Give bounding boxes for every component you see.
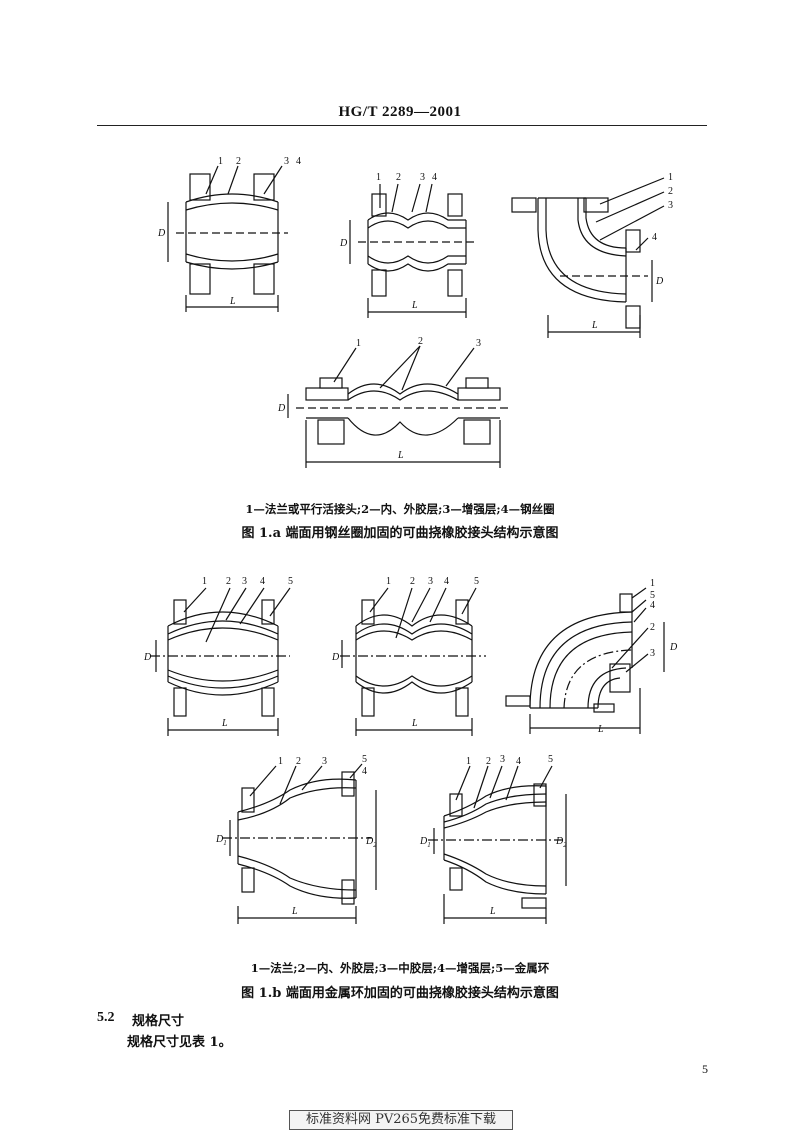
fig1b-dim-d2-e: D2 bbox=[555, 836, 567, 849]
fig1a-label-2d: 2 bbox=[418, 336, 423, 347]
header-rule bbox=[97, 125, 707, 126]
fig1b-dim-d1-e: D1 bbox=[419, 836, 431, 849]
figure-1a-caption: 图 1.a 端面用钢丝圈加固的可曲挠橡胶接头结构示意图 bbox=[241, 526, 559, 541]
fig1b-label-3: 3 bbox=[242, 576, 247, 587]
fig1b-dim-d2e-sub: 2 bbox=[563, 841, 567, 849]
fig1b-label-2b: 2 bbox=[410, 576, 415, 587]
watermark-banner: 标准资料网 PV265免费标准下载 bbox=[289, 1110, 513, 1130]
fig1a-label-4b: 4 bbox=[432, 172, 437, 183]
fig1b-label-3d: 3 bbox=[322, 756, 327, 767]
fig1b-label-4c: 4 bbox=[650, 600, 655, 611]
fig1b-label-1c: 1 bbox=[650, 578, 655, 589]
fig1b-elbow bbox=[505, 587, 665, 734]
figure-1b-legend: 1—法兰;2—内、外胶层;3—中胶层;4—增强层;5—金属环 bbox=[250, 961, 550, 975]
fig1a-union-joint bbox=[287, 345, 510, 468]
figure-1b-caption: 图 1.b 端面用金属环加固的可曲挠橡胶接头结构示意图 bbox=[241, 986, 559, 1001]
fig1b-label-4d: 4 bbox=[362, 766, 367, 777]
fig1a-dim-l: L bbox=[229, 296, 236, 307]
fig1b-dim-l-b: L bbox=[411, 718, 418, 729]
fig1b-dim-d2e-letter: D bbox=[555, 836, 564, 847]
fig1b-label-2c: 2 bbox=[650, 622, 655, 633]
fig1b-label-5c: 5 bbox=[650, 590, 655, 601]
fig1b-label-3b: 3 bbox=[428, 576, 433, 587]
fig1a-label-1: 1 bbox=[218, 156, 223, 167]
fig1a-dim-d-d: D bbox=[277, 403, 286, 414]
fig1b-label-5d: 5 bbox=[362, 754, 367, 765]
fig1b-dim-l-c: L bbox=[597, 724, 604, 735]
section-number: 5.2 bbox=[97, 1010, 115, 1025]
fig1a-dim-l-c: L bbox=[591, 320, 598, 331]
fig1b-dim-d-b: D bbox=[331, 652, 340, 663]
section-text: 规格尺寸见表 1。 bbox=[127, 1035, 232, 1050]
fig1b-dim-l-d: L bbox=[291, 906, 298, 917]
fig1a-label-2: 2 bbox=[236, 156, 241, 167]
fig1b-dim-d: D bbox=[143, 652, 152, 663]
fig1a-label-4: 4 bbox=[296, 156, 301, 167]
fig1a-label-4c: 4 bbox=[652, 232, 657, 243]
fig1b-label-5b: 5 bbox=[474, 576, 479, 587]
fig1b-label-1b: 1 bbox=[386, 576, 391, 587]
fig1b-single-arch bbox=[150, 587, 291, 736]
fig1a-elbow bbox=[511, 177, 665, 338]
fig1b-dim-d1-letter: D bbox=[215, 834, 224, 845]
fig1b-dim-d1: D1 bbox=[215, 834, 227, 847]
fig1a-dim-d: D bbox=[157, 228, 166, 239]
fig1b-label-4e: 4 bbox=[516, 756, 521, 767]
fig1a-label-3: 3 bbox=[284, 156, 289, 167]
fig1b-label-2: 2 bbox=[226, 576, 231, 587]
fig1a-label-3b: 3 bbox=[420, 172, 425, 183]
fig1b-dim-d1e-sub: 1 bbox=[427, 841, 431, 849]
fig1a-dim-l-d: L bbox=[397, 450, 404, 461]
fig1b-dim-d2-letter: D bbox=[365, 836, 374, 847]
fig1a-label-1c: 1 bbox=[668, 172, 673, 183]
fig1b-dim-d-c: D bbox=[669, 642, 678, 653]
fig1a-dim-d-b: D bbox=[339, 238, 348, 249]
fig1a-label-3d: 3 bbox=[476, 338, 481, 349]
fig1a-dim-l-b: L bbox=[411, 300, 418, 311]
fig1b-label-5e: 5 bbox=[548, 754, 553, 765]
page-number: 5 bbox=[702, 1062, 708, 1076]
fig1b-dim-d1-sub: 1 bbox=[223, 839, 227, 847]
figure-1b-drawing: 1 2 3 4 5 D L 1 2 3 4 5 D L 1 5 4 2 3 D … bbox=[143, 576, 678, 924]
fig1b-dim-l-e: L bbox=[489, 906, 496, 917]
fig1b-reducer-layered bbox=[428, 765, 567, 924]
fig1a-label-2b: 2 bbox=[396, 172, 401, 183]
fig1b-label-4: 4 bbox=[260, 576, 265, 587]
fig1a-label-2c: 2 bbox=[668, 186, 673, 197]
fig1b-reducer-single bbox=[222, 763, 377, 924]
fig1b-label-2d: 2 bbox=[296, 756, 301, 767]
fig1b-label-1: 1 bbox=[202, 576, 207, 587]
fig1b-label-2e: 2 bbox=[486, 756, 491, 767]
fig1b-label-3e: 3 bbox=[500, 754, 505, 765]
fig1a-dim-d-c: D bbox=[655, 276, 664, 287]
fig1a-double-arch bbox=[349, 183, 476, 318]
fig1a-label-3c: 3 bbox=[668, 200, 673, 211]
fig1b-double-arch bbox=[340, 587, 486, 736]
figure-1a-drawing: 1 2 3 4 D L 1 2 3 4 D L 1 2 3 4 D L 1 2 … bbox=[157, 156, 673, 468]
fig1a-label-1d: 1 bbox=[356, 338, 361, 349]
fig1b-label-5: 5 bbox=[288, 576, 293, 587]
fig1b-label-1d: 1 bbox=[278, 756, 283, 767]
fig1b-dim-l: L bbox=[221, 718, 228, 729]
fig1b-dim-d2: D2 bbox=[365, 836, 377, 849]
fig1a-single-arch bbox=[167, 165, 288, 312]
fig1a-label-1b: 1 bbox=[376, 172, 381, 183]
standard-number-header: HG/T 2289—2001 bbox=[338, 104, 462, 120]
fig1b-dim-d2-sub: 2 bbox=[373, 841, 377, 849]
fig1b-label-3c: 3 bbox=[650, 648, 655, 659]
fig1b-label-1e: 1 bbox=[466, 756, 471, 767]
fig1b-label-4b: 4 bbox=[444, 576, 449, 587]
figure-1a-legend: 1—法兰或平行活接头;2—内、外胶层;3—增强层;4—钢丝圈 bbox=[245, 502, 555, 516]
section-title: 规格尺寸 bbox=[132, 1014, 185, 1029]
fig1b-dim-d1e-letter: D bbox=[419, 836, 428, 847]
